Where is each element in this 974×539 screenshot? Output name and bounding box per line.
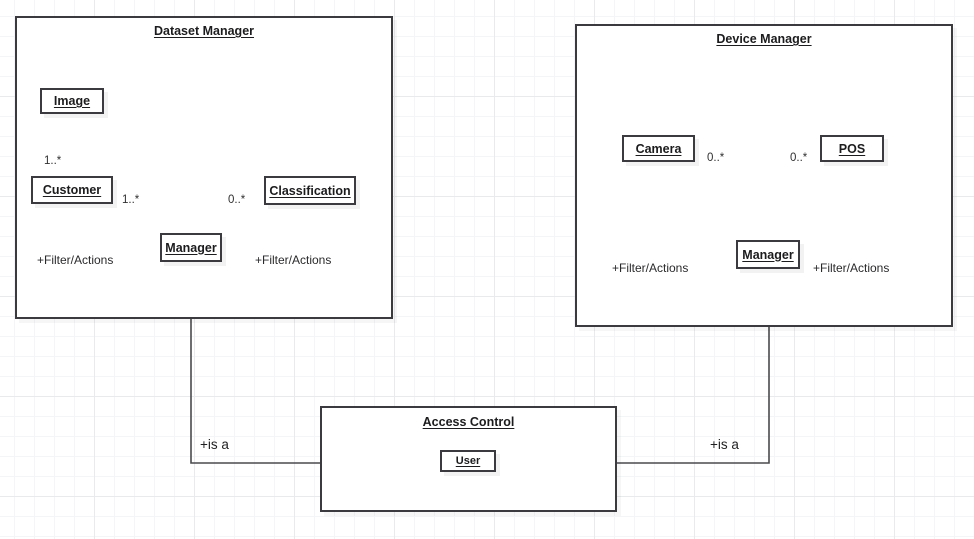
panel-device-manager[interactable]: Device Manager: [575, 24, 953, 327]
panel-dataset-manager[interactable]: Dataset Manager: [15, 16, 393, 319]
edge-label-classification-multiplicity: 0..*: [228, 194, 246, 206]
edge-label-customer-multiplicity: 1..*: [122, 194, 140, 206]
class-node-camera[interactable]: Camera: [622, 135, 695, 162]
class-node-label-user: User: [455, 455, 481, 467]
panel-title-access-control: Access Control: [422, 415, 515, 429]
panel-title-dataset-manager: Dataset Manager: [153, 24, 255, 38]
class-node-manager-device[interactable]: Manager: [736, 240, 800, 269]
edge-label-pos-manager-role: +Filter/Actions: [813, 261, 890, 275]
class-node-customer[interactable]: Customer: [31, 176, 113, 204]
class-node-label-classification: Classification: [269, 183, 351, 198]
class-node-label-manager-dataset: Manager: [165, 240, 217, 255]
class-node-image[interactable]: Image: [40, 88, 104, 114]
class-node-label-manager-device: Manager: [742, 247, 794, 262]
panel-access-control[interactable]: Access Control: [320, 406, 617, 512]
edge-label-right-is-a: +is a: [710, 437, 739, 452]
class-node-label-pos: POS: [838, 141, 866, 156]
panel-title-device-manager: Device Manager: [716, 32, 812, 46]
edge-label-pos-multiplicity: 0..*: [790, 152, 808, 164]
edge-label-camera-manager-role: +Filter/Actions: [612, 261, 689, 275]
edge-label-image-customer-multiplicity: 1..*: [44, 155, 62, 167]
edge-label-camera-multiplicity: 0..*: [707, 152, 725, 164]
edge-label-classification-manager-role: +Filter/Actions: [255, 253, 332, 267]
class-node-label-customer: Customer: [42, 183, 102, 197]
class-node-label-camera: Camera: [635, 141, 682, 156]
class-node-user[interactable]: User: [440, 450, 496, 472]
class-node-classification[interactable]: Classification: [264, 176, 356, 205]
class-node-label-image: Image: [53, 94, 91, 108]
edge-label-customer-manager-role: +Filter/Actions: [37, 253, 114, 267]
class-node-manager-dataset[interactable]: Manager: [160, 233, 222, 262]
class-node-pos[interactable]: POS: [820, 135, 884, 162]
edge-label-left-is-a: +is a: [200, 437, 229, 452]
